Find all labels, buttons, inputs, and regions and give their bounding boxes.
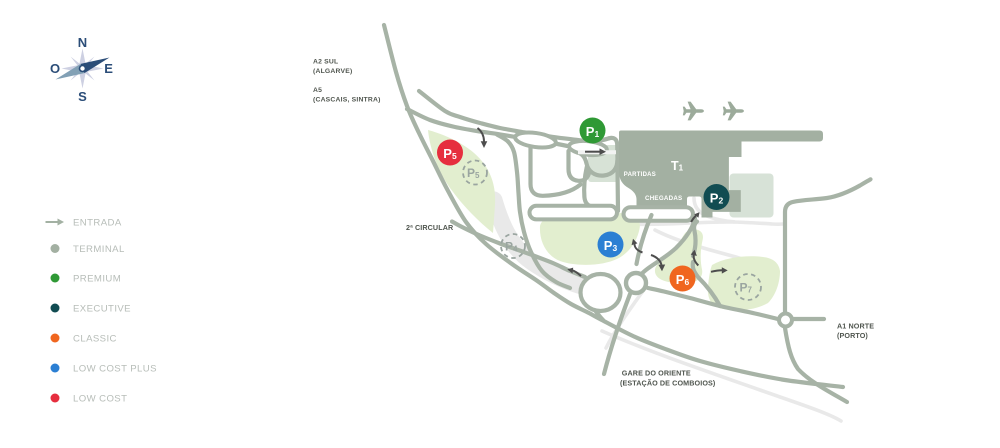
svg-text:PARTIDAS: PARTIDAS: [624, 172, 656, 178]
svg-text:ENTRADA: ENTRADA: [73, 218, 122, 229]
svg-text:S: S: [78, 89, 87, 104]
svg-text:E: E: [104, 61, 113, 76]
svg-text:(ALGARVE): (ALGARVE): [313, 68, 352, 75]
svg-text:PREMIUM: PREMIUM: [73, 274, 121, 285]
svg-text:A5: A5: [313, 87, 322, 94]
svg-text:O: O: [50, 61, 60, 76]
svg-text:LOW COST: LOW COST: [73, 394, 127, 405]
svg-text:GARE DO ORIENTE: GARE DO ORIENTE: [622, 369, 691, 378]
svg-text:2ª CIRCULAR: 2ª CIRCULAR: [406, 223, 454, 232]
svg-text:(CASCAIS, SINTRA): (CASCAIS, SINTRA): [313, 97, 381, 104]
svg-text:(ESTAÇÃO DE COMBOIOS): (ESTAÇÃO DE COMBOIOS): [620, 379, 716, 388]
svg-text:CHEGADAS: CHEGADAS: [645, 195, 682, 202]
svg-text:EXECUTIVE: EXECUTIVE: [73, 304, 131, 315]
svg-text:A2 SUL: A2 SUL: [313, 59, 338, 66]
svg-text:N: N: [78, 35, 87, 50]
svg-text:TERMINAL: TERMINAL: [73, 244, 125, 255]
svg-text:LOW COST PLUS: LOW COST PLUS: [73, 364, 157, 375]
svg-text:A1 NORTE: A1 NORTE: [837, 322, 874, 331]
svg-text:(PORTO): (PORTO): [837, 331, 868, 340]
svg-text:CLASSIC: CLASSIC: [73, 334, 117, 345]
